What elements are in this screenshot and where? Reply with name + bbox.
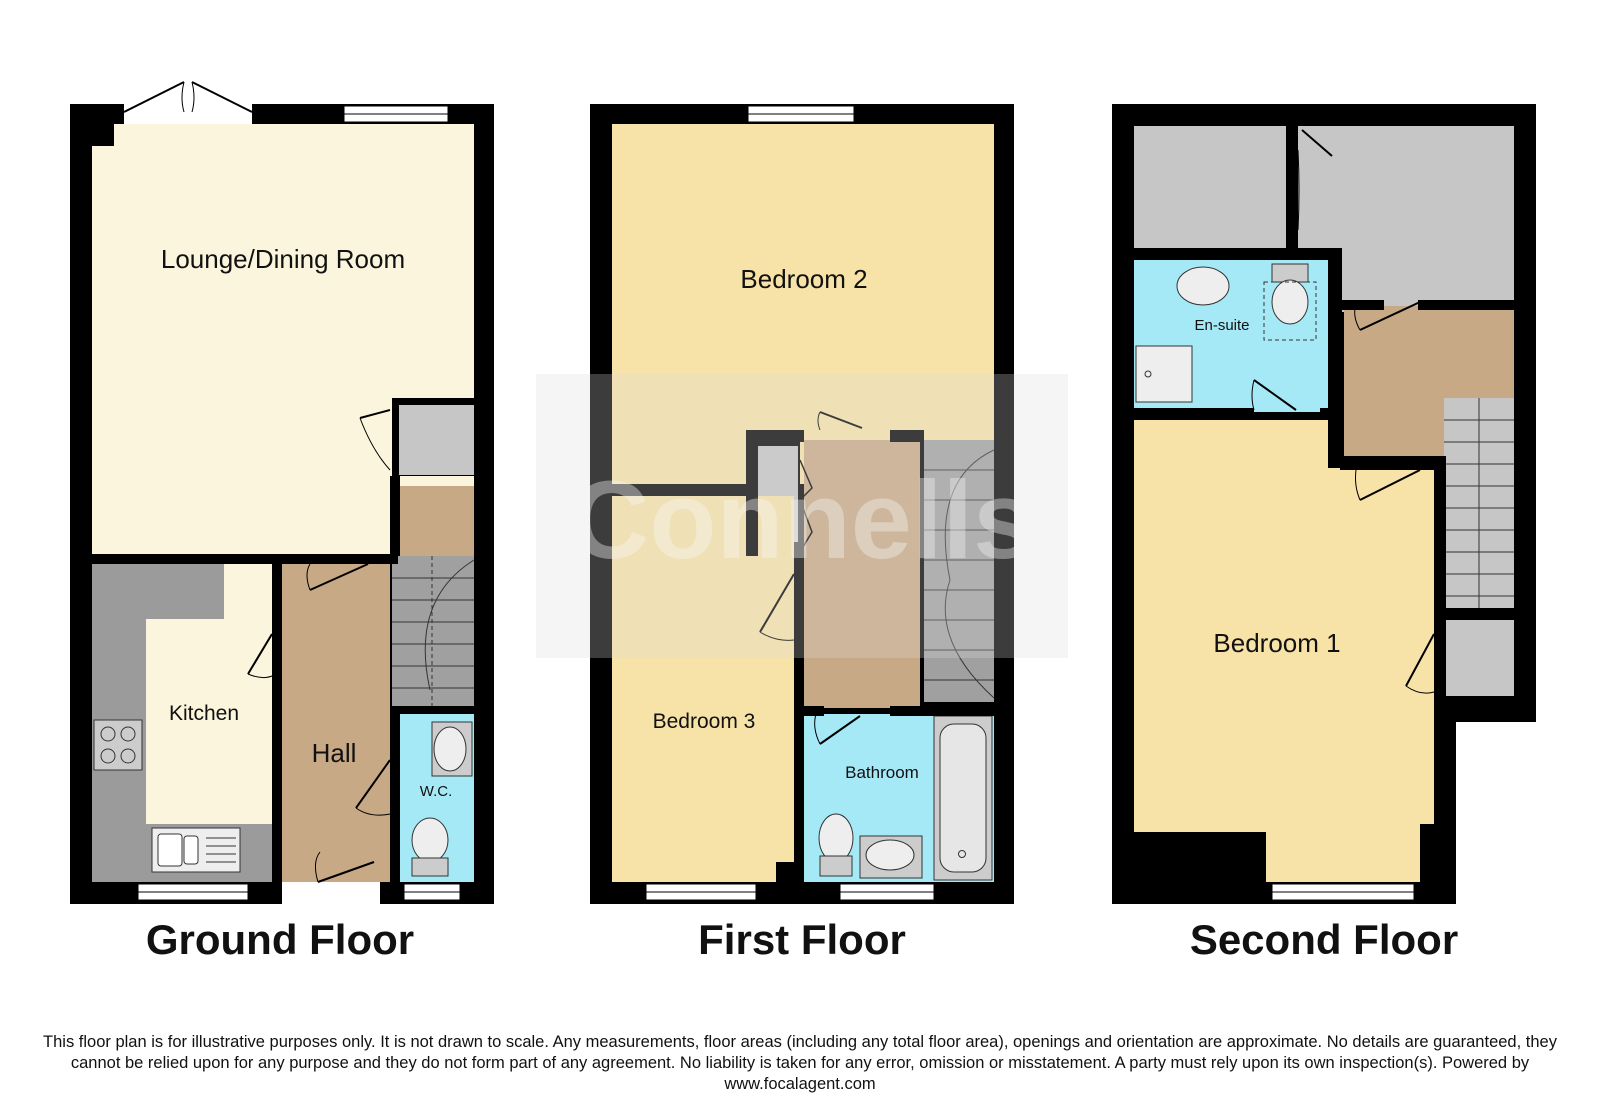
bathroom-basin-icon (859, 835, 923, 879)
toilet-icon (818, 813, 854, 877)
bedroom-2-room-area (612, 124, 994, 484)
floor-title-first: First Floor (698, 916, 906, 963)
stairs (1444, 398, 1514, 608)
window-icon (747, 105, 855, 123)
kitchen-worktop (92, 564, 272, 882)
room-label-bedroom-3: Bedroom 3 (653, 710, 756, 733)
window-icon (343, 105, 449, 123)
floor-title-second: Second Floor (1190, 916, 1458, 963)
room-label-bedroom-2: Bedroom 2 (740, 264, 867, 294)
toilet-icon (411, 817, 449, 877)
bedroom-3-room-area (612, 496, 794, 882)
window-icon (645, 883, 757, 901)
room-label-hall: Hall (312, 738, 357, 768)
hall-room-area (282, 564, 390, 882)
room-label-bedroom-1: Bedroom 1 (1213, 628, 1340, 658)
watermark-logo: Connells (536, 374, 1068, 658)
second-floor-plan: En-suite Bedroom 1 Second Floor (1112, 104, 1536, 963)
disclaimer-text: This floor plan is for illustrative purp… (43, 1033, 1557, 1093)
first-floor-plan: Connells Bedroom 2 Bedroom 3 Bathroom Fi… (536, 104, 1068, 963)
watermark-text: Connells (570, 459, 1035, 582)
door-swing-icon (759, 411, 863, 745)
room-label-bathroom: Bathroom (845, 763, 919, 782)
eaves-storage-left (1134, 126, 1286, 248)
hob-icon (93, 719, 143, 771)
ground-floor-plan: Lounge/Dining Room Kitchen Hall W.C. Gro… (70, 81, 494, 963)
room-label-wc: W.C. (420, 783, 453, 800)
bath-icon (933, 715, 993, 881)
toilet-icon (1263, 263, 1317, 341)
window-icon (403, 883, 461, 901)
wardrobe-cupboard (1446, 618, 1514, 696)
stairs (922, 440, 995, 702)
window-icon (839, 883, 935, 901)
wc-basin-icon (431, 721, 473, 777)
stairs (392, 556, 475, 706)
room-label-ensuite: En-suite (1194, 317, 1249, 334)
bedroom-1-room-area (1134, 420, 1434, 882)
shower-tray-icon (1135, 345, 1193, 403)
window-icon (1271, 883, 1415, 901)
landing-room-area (804, 440, 920, 708)
door-swing-icon (1251, 129, 1435, 694)
sink-icon (151, 827, 241, 873)
room-label-lounge: Lounge/Dining Room (161, 244, 405, 274)
window-icon (137, 883, 249, 901)
lounge-room-area (92, 124, 474, 554)
door-swing-icon (247, 409, 391, 904)
ensuite-basin-icon (1176, 266, 1230, 306)
french-doors-icon (123, 81, 253, 113)
floor-title-ground: Ground Floor (146, 916, 414, 963)
room-label-kitchen: Kitchen (169, 702, 239, 725)
